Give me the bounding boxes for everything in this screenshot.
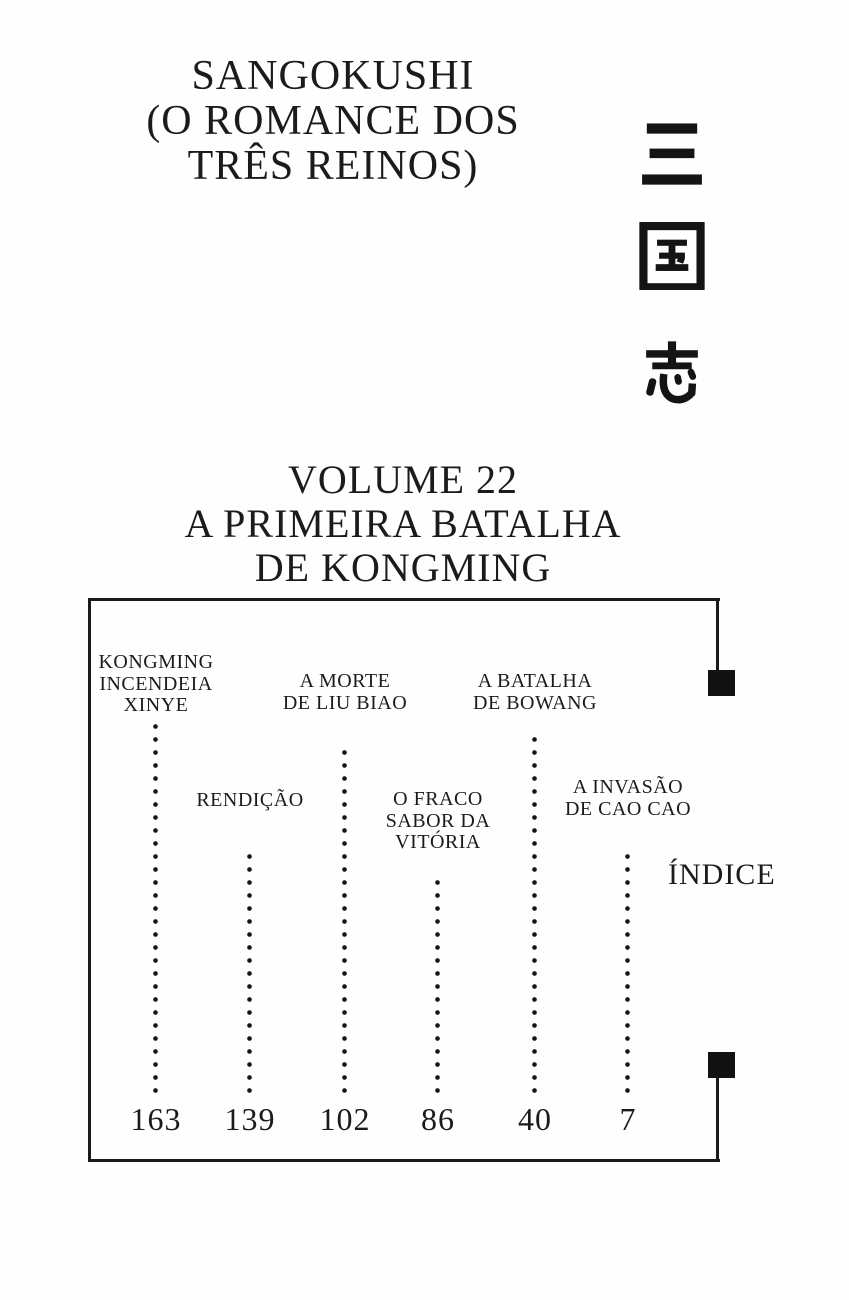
chapter-title-line: A BATALHA — [477, 670, 593, 692]
chapter-title-line: DE BOWANG — [473, 691, 597, 714]
leader-dots — [342, 746, 347, 1097]
decorative-square-bottom — [708, 1052, 735, 1078]
chapter-title-line: RENDIÇÃO — [196, 789, 304, 811]
page-number: 86 — [421, 1101, 455, 1137]
series-title-line: (O ROMANCE DOS — [146, 98, 520, 144]
series-title-line: SANGOKUSHI — [191, 53, 475, 99]
chapter-title-line: O FRACO — [393, 788, 483, 810]
chapter-title-line: KONGMING — [98, 651, 214, 673]
page-number: 163 — [130, 1101, 182, 1137]
kanji-shi-icon — [638, 340, 706, 408]
volume-title-line: DE KONGMING — [254, 545, 552, 590]
index-box-right-border-bottom — [716, 1072, 719, 1162]
volume-title: VOLUME 22 A PRIMEIRA BATALHA DE KONGMING — [153, 458, 653, 590]
page-number: 40 — [518, 1101, 552, 1137]
leader-dots — [153, 720, 158, 1097]
leader-dots — [435, 876, 440, 1097]
index-box-right-border-top — [716, 598, 719, 674]
series-title-line: TRÊS REINOS) — [187, 143, 479, 189]
chapter-title-line: VITÓRIA — [395, 831, 481, 853]
chapter-title: A MORTE DE LIU BIAO — [275, 670, 415, 714]
chapter-title-line: DE LIU BIAO — [282, 691, 408, 714]
leader-dots — [625, 850, 630, 1097]
decorative-square-top — [708, 670, 735, 696]
kanji-san-icon — [638, 118, 706, 186]
series-title: SANGOKUSHI (O ROMANCE DOS TRÊS REINOS) — [103, 54, 563, 189]
chapter-title: A INVASÃO DE CAO CAO — [553, 776, 703, 820]
index-box-frame — [88, 598, 720, 1162]
chapter-title-line: A INVASÃO — [572, 776, 684, 798]
page-number: 7 — [619, 1101, 637, 1137]
chapter-title: A BATALHA DE BOWANG — [465, 670, 605, 714]
kanji-koku-icon — [638, 222, 706, 292]
volume-title-line: A PRIMEIRA BATALHA — [184, 501, 622, 546]
chapter-title-line: XINYE — [123, 694, 189, 716]
index-label: ÍNDICE — [668, 858, 776, 891]
page-number: 102 — [319, 1101, 371, 1137]
leader-dots — [532, 733, 537, 1097]
volume-title-line: VOLUME 22 — [287, 457, 519, 502]
page-number: 139 — [224, 1101, 276, 1137]
chapter-title-line: A MORTE — [299, 670, 391, 692]
chapter-title-line: INCENDEIA — [99, 672, 213, 695]
chapter-title-line: DE CAO CAO — [564, 797, 692, 820]
chapter-title: O FRACO SABOR DA VITÓRIA — [373, 788, 503, 854]
leader-dots — [247, 850, 252, 1097]
chapter-title: KONGMING INCENDEIA XINYE — [86, 651, 226, 717]
chapter-title: RENDIÇÃO — [175, 789, 325, 812]
chapter-title-line: SABOR DA — [385, 809, 491, 832]
